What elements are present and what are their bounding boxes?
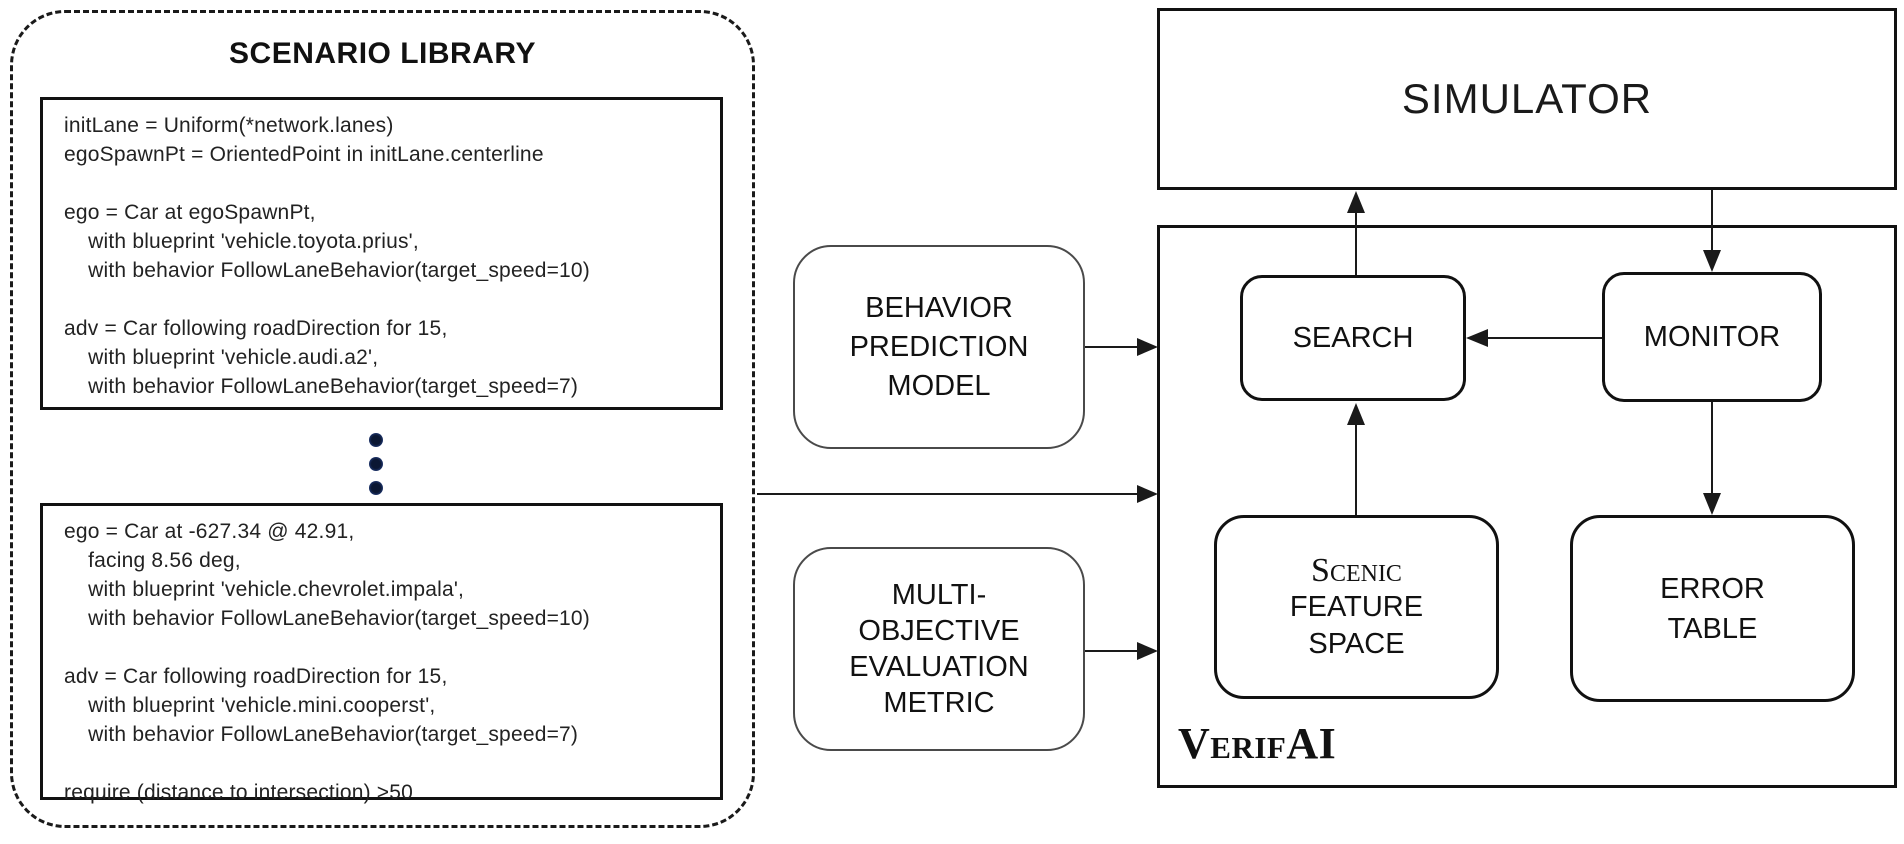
scenario-library-panel: SCENARIO LIBRARY initLane = Uniform(*net… bbox=[10, 10, 755, 828]
vertical-ellipsis-icon bbox=[369, 433, 383, 505]
dot-icon bbox=[369, 481, 383, 495]
dot-icon bbox=[369, 457, 383, 471]
monitor-label: MONITOR bbox=[1643, 320, 1781, 353]
scenario-code-2-text: ego = Car at -627.34 @ 42.91, facing 8.5… bbox=[64, 520, 590, 804]
scenario-library-title: SCENARIO LIBRARY bbox=[229, 37, 536, 70]
arrow-behavior-model-to-verifai bbox=[1085, 338, 1158, 356]
multi-objective-evaluation-metric-box: MULTI- OBJECTIVE EVALUATION METRIC bbox=[793, 547, 1085, 751]
scenario-code-block-1: initLane = Uniform(*network.lanes) egoSp… bbox=[40, 97, 723, 410]
search-label: SEARCH bbox=[1292, 321, 1414, 354]
search-box: SEARCH bbox=[1240, 275, 1466, 401]
scenic-feature-space-box: Scenic FEATURE SPACE bbox=[1214, 515, 1499, 699]
scenic-logo-text: Scenic bbox=[1311, 551, 1402, 589]
scenario-code-1-text: initLane = Uniform(*network.lanes) egoSp… bbox=[64, 114, 590, 398]
monitor-box: MONITOR bbox=[1602, 272, 1822, 402]
verifai-logo-text: VerifAI bbox=[1178, 719, 1337, 768]
scenario-code-block-2: ego = Car at -627.34 @ 42.91, facing 8.5… bbox=[40, 503, 723, 804]
behavior-prediction-model-label: BEHAVIOR PREDICTION MODEL bbox=[849, 291, 1029, 402]
simulator-box: SIMULATOR bbox=[1157, 8, 1897, 190]
behavior-prediction-model-box: BEHAVIOR PREDICTION MODEL bbox=[793, 245, 1085, 449]
arrow-evaluation-metric-to-verifai bbox=[1085, 642, 1158, 660]
simulator-label: SIMULATOR bbox=[1401, 75, 1653, 122]
error-table-box: ERROR TABLE bbox=[1570, 515, 1855, 702]
arrow-scenario-library-to-verifai bbox=[757, 485, 1158, 503]
dot-icon bbox=[369, 433, 383, 447]
error-table-label: ERROR TABLE bbox=[1660, 572, 1765, 645]
feature-space-label: FEATURE SPACE bbox=[1289, 590, 1424, 660]
multi-objective-evaluation-metric-label: MULTI- OBJECTIVE EVALUATION METRIC bbox=[849, 579, 1029, 719]
